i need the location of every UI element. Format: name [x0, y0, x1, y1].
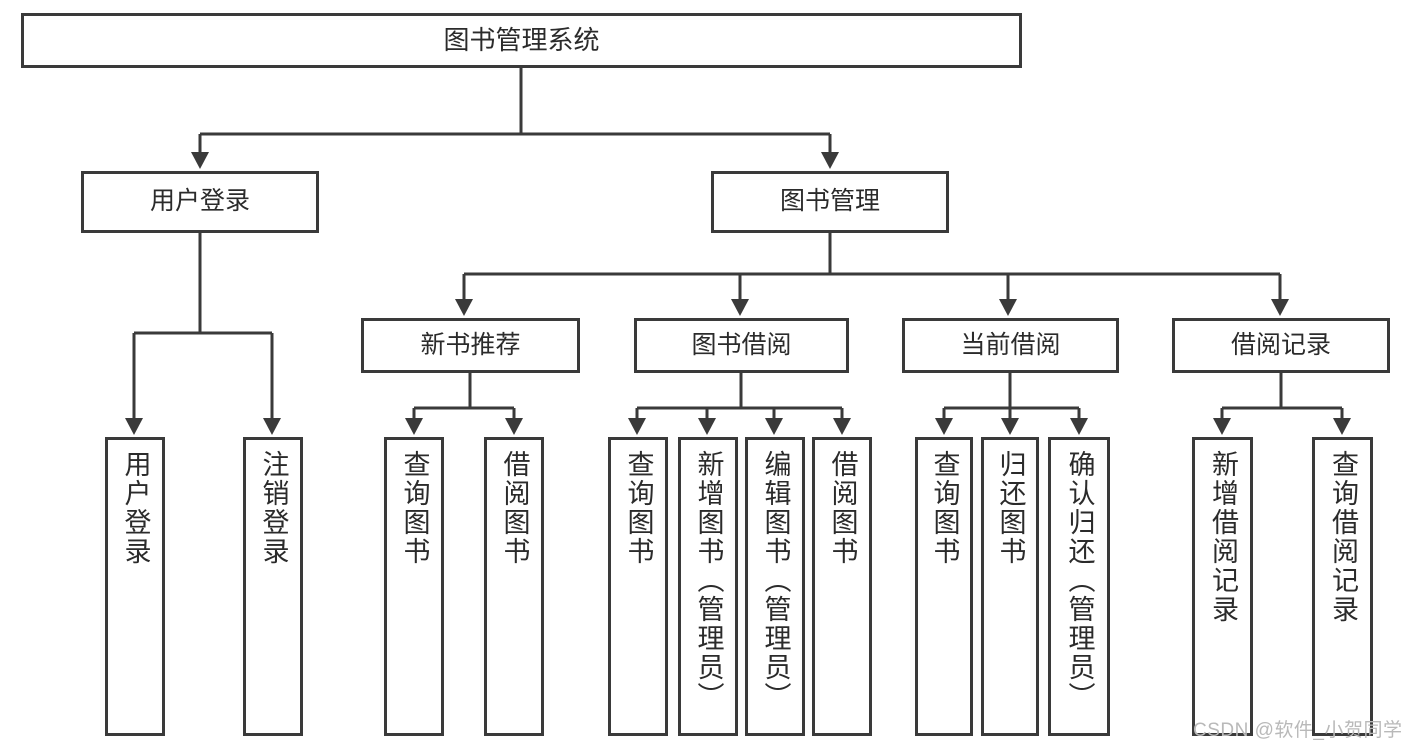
node-label: 当前借阅 [960, 330, 1061, 359]
node-label: 查询借阅记录 [1328, 450, 1358, 624]
node-leaf-query-record: 查询借阅记录 [1312, 437, 1373, 736]
node-label: 用户登录 [120, 450, 151, 566]
node-label: 归还图书 [995, 450, 1026, 566]
c-bm-to-current-head [999, 299, 1017, 316]
c-bm-to-new-book-head [455, 299, 473, 316]
c-cb-leaf1-head [935, 418, 953, 435]
node-leaf-query-book-1: 查询图书 [384, 437, 444, 736]
node-book-borrow: 图书借阅 [634, 318, 849, 373]
c-cb-leaf3-head [1070, 418, 1088, 435]
c-bb-leaf4-head [833, 418, 851, 435]
node-label: 图书管理系统 [443, 25, 600, 56]
node-label: 图书管理 [779, 187, 880, 216]
node-leaf-edit-book: 编辑图书（管理员） [745, 437, 805, 736]
node-label: 查询图书 [623, 450, 654, 566]
node-new-book-recommend: 新书推荐 [361, 318, 580, 373]
node-leaf-confirm-return: 确认归还（管理员） [1048, 437, 1110, 736]
c-user-login-leaf2-head [263, 418, 281, 435]
node-leaf-add-record: 新增借阅记录 [1192, 437, 1253, 736]
node-borrow-record: 借阅记录 [1172, 318, 1390, 373]
node-leaf-query-book-3: 查询图书 [915, 437, 973, 736]
c-cb-leaf2-head [1001, 418, 1019, 435]
node-current-borrow: 当前借阅 [902, 318, 1119, 373]
c-root-to-book-manage-head [821, 152, 839, 169]
node-label: 查询图书 [399, 450, 430, 566]
node-leaf-borrow-book-1: 借阅图书 [484, 437, 544, 736]
node-leaf-return-book: 归还图书 [981, 437, 1039, 736]
node-label: 借阅图书 [499, 450, 530, 566]
c-bb-leaf2-head [698, 418, 716, 435]
node-label: 编辑图书（管理员） [760, 450, 791, 711]
c-br-leaf2-head [1333, 418, 1351, 435]
node-leaf-add-book: 新增图书（管理员） [678, 437, 738, 736]
c-bb-leaf3-head [765, 418, 783, 435]
c-user-login-leaf1-head [125, 418, 143, 435]
node-label: 新书推荐 [420, 330, 521, 359]
node-label: 新增借阅记录 [1208, 450, 1238, 624]
c-bb-leaf1-head [628, 418, 646, 435]
node-label: 注销登录 [258, 450, 289, 566]
node-label: 借阅记录 [1230, 330, 1331, 359]
node-leaf-borrow-book-2: 借阅图书 [812, 437, 872, 736]
node-label: 确认归还（管理员） [1064, 450, 1095, 711]
c-nb-leaf1-head [405, 418, 423, 435]
node-label: 借阅图书 [827, 450, 858, 566]
node-book-manage: 图书管理 [711, 171, 949, 233]
node-user-login: 用户登录 [81, 171, 319, 233]
c-bm-to-borrow-head [731, 299, 749, 316]
c-bm-to-record-head [1271, 299, 1289, 316]
csdn-watermark: CSDN @软件_小贺同学 [1193, 720, 1403, 741]
node-label: 用户登录 [149, 187, 250, 216]
node-root: 图书管理系统 [21, 13, 1022, 68]
node-leaf-logout: 注销登录 [243, 437, 303, 736]
node-leaf-user-login: 用户登录 [105, 437, 165, 736]
c-nb-leaf2-head [505, 418, 523, 435]
node-label: 新增图书（管理员） [693, 450, 724, 711]
node-label: 图书借阅 [691, 330, 792, 359]
node-label: 查询图书 [929, 450, 960, 566]
node-leaf-query-book-2: 查询图书 [608, 437, 668, 736]
c-br-leaf1-head [1213, 418, 1231, 435]
c-root-to-user-login-head [191, 152, 209, 169]
